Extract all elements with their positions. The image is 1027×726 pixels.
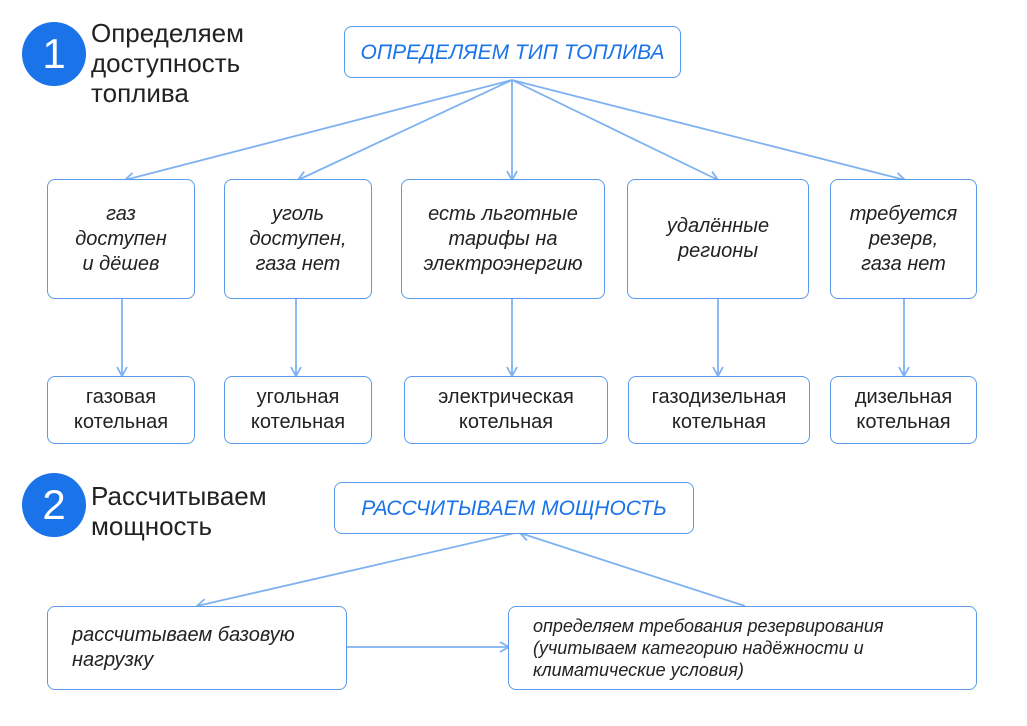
result-electric-boiler: электрическая котельная xyxy=(404,376,608,444)
condition-remote: удалённые регионы xyxy=(627,179,809,299)
condition-gas: газ доступен и дёшев xyxy=(47,179,195,299)
fuel-type-header: ОПРЕДЕЛЯЕМ ТИП ТОПЛИВА xyxy=(344,26,681,78)
result-coal-boiler: угольная котельная xyxy=(224,376,372,444)
step-1-badge: 1 xyxy=(22,22,86,86)
condition-electric-tariff: есть льготные тарифы на электроэнергию xyxy=(401,179,605,299)
condition-reserve: требуется резерв, газа нет xyxy=(830,179,977,299)
arrow-header-to-reserve xyxy=(511,79,907,184)
arrow-reserve-to-power xyxy=(518,530,746,607)
reserve-requirements-box: определяем требования резервирования (уч… xyxy=(508,606,977,690)
power-header: РАССЧИТЫВАЕМ МОЩНОСТЬ xyxy=(334,482,694,534)
step-1-title: Определяем доступность топлива xyxy=(91,18,245,108)
arrow-power-to-base xyxy=(195,532,516,610)
condition-coal: уголь доступен, газа нет xyxy=(224,179,372,299)
arrow-header-to-gas xyxy=(123,79,513,184)
result-gas-diesel-boiler: газодизельная котельная xyxy=(628,376,810,444)
arrow-header-to-remote xyxy=(511,79,720,182)
result-gas-boiler: газовая котельная xyxy=(47,376,195,444)
step-2-title: Рассчитываем мощность xyxy=(91,481,267,541)
base-load-box: рассчитываем базовую нагрузку xyxy=(47,606,347,690)
step-2-badge: 2 xyxy=(22,473,86,537)
result-diesel-boiler: дизельная котельная xyxy=(830,376,977,444)
arrow-header-to-coal xyxy=(296,79,513,182)
